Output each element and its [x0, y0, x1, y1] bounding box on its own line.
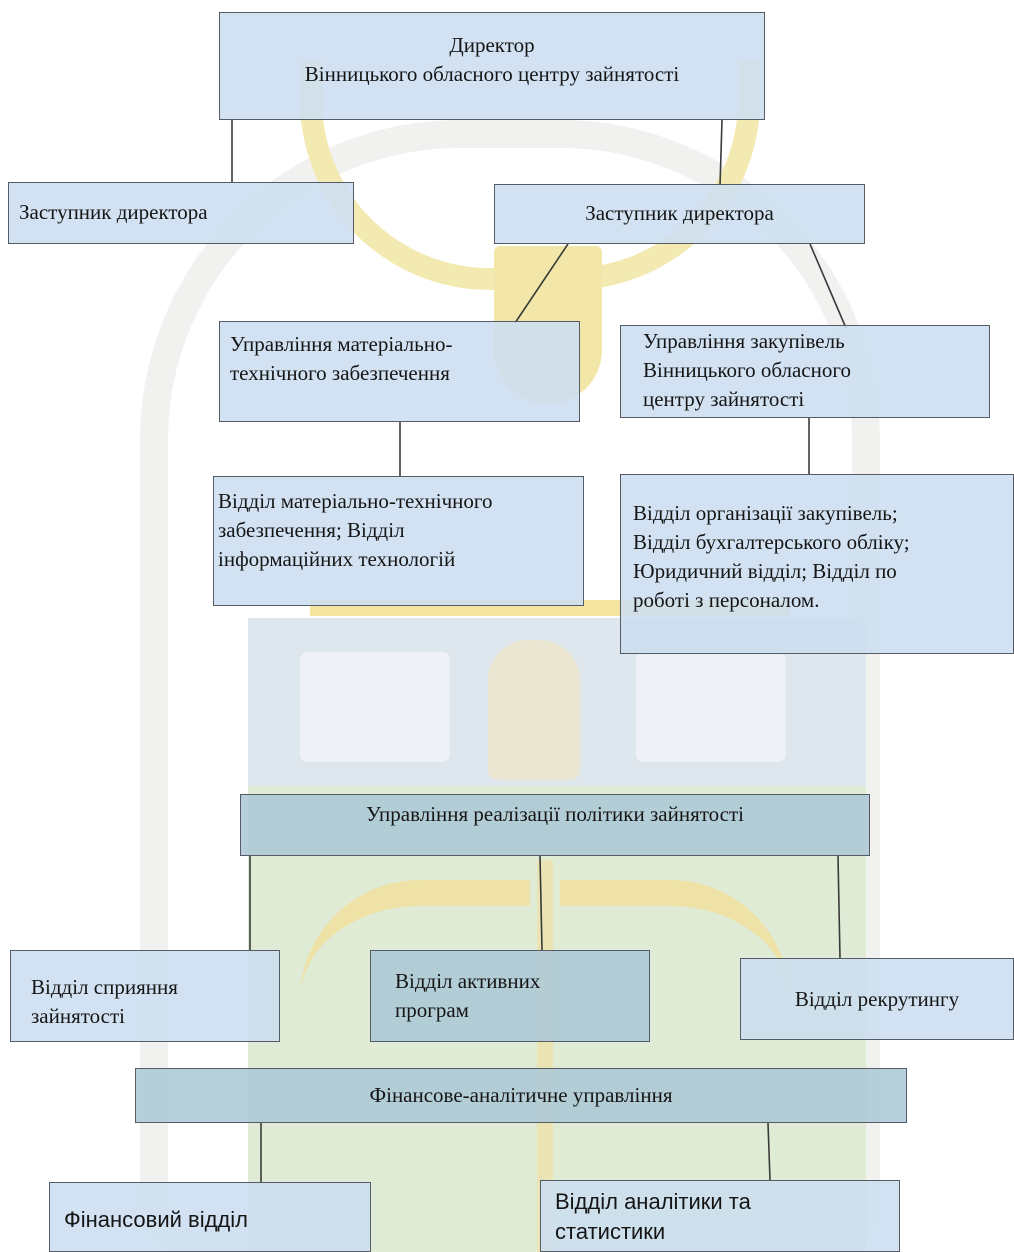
connector-policy-programs: [539, 855, 543, 951]
connector-finance-analytics-dept: [767, 1122, 771, 1181]
employment-promotion-department-box: Відділ сприяння зайнятості: [10, 950, 280, 1042]
archangel-icon: [488, 640, 580, 780]
open-book-left-icon: [300, 652, 450, 762]
connector-policy-recruiting: [837, 855, 841, 959]
logistics-departments-box: Відділ матеріально-технічного забезпечен…: [213, 476, 584, 606]
open-book-right-icon: [636, 652, 786, 762]
finance-department-box: Фінансовий відділ: [49, 1182, 371, 1252]
connector-director-deputy-right: [719, 119, 723, 187]
active-programs-department-box: Відділ активних програм: [370, 950, 650, 1042]
procurement-management-box: Управління закупівель Вінницького обласн…: [620, 325, 990, 418]
logistics-management-box: Управління матеріально- технічного забез…: [219, 321, 580, 422]
director-box: Директор Вінницького обласного центру за…: [219, 12, 765, 120]
finance-analytics-management-box: Фінансове-аналітичне управління: [135, 1068, 907, 1123]
connector-deputy-logistics: [514, 243, 569, 324]
deputy-director-left-box: Заступник директора: [8, 182, 354, 244]
employment-policy-management-box: Управління реалізації політики зайнятост…: [240, 794, 870, 856]
analytics-department-box: Відділ аналітики та статистики: [540, 1180, 900, 1252]
recruiting-department-box: Відділ рекрутингу: [740, 958, 1014, 1040]
deputy-director-right-box: Заступник директора: [494, 184, 865, 244]
procurement-departments-box: Відділ організації закупівель; Відділ бу…: [620, 474, 1014, 654]
connector-deputy-procurement: [809, 243, 847, 329]
